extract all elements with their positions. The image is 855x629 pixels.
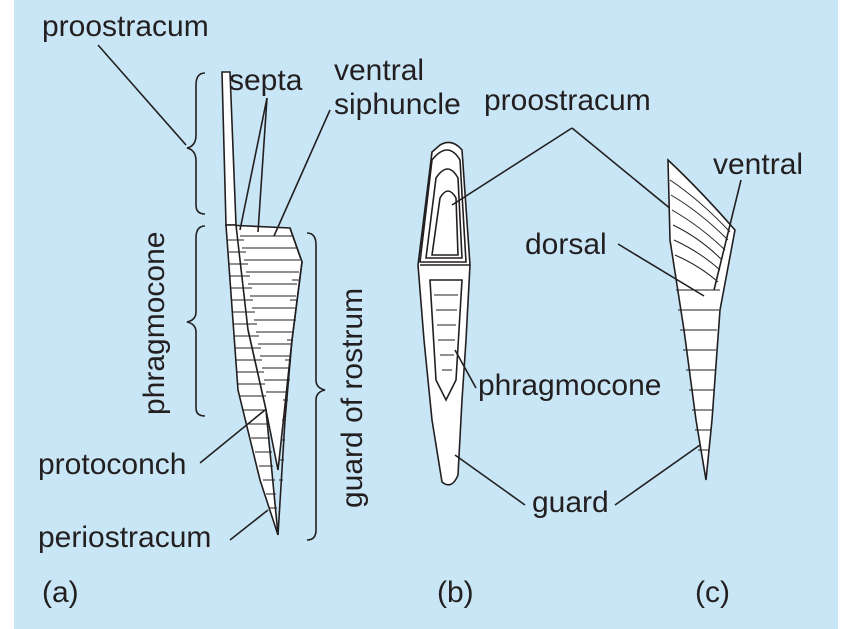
label-a-proostracum: proostracum [42,10,209,43]
c-leaders [617,179,742,297]
label-c-dorsal: dorsal [525,228,607,261]
label-b-phragmocone: phragmocone [478,369,662,402]
b-leaders [451,127,701,506]
label-a-periostracum: periostracum [38,521,212,554]
proostracum-brace [186,72,206,215]
label-a-ventral: ventral [334,54,425,87]
label-c-ventral: ventral [713,148,804,181]
label-a-protoconch: protoconch [38,448,187,481]
label-a-phragmocone: phragmocone [138,231,171,415]
label-a-guard-of-rostrum: guard of rostrum [336,287,369,508]
a-leaders [97,44,331,541]
a-braces [186,72,326,541]
panel-label-a: (a) [42,576,79,609]
a-guard [225,224,279,536]
panel-label-b: (b) [437,576,474,609]
specimen-a [221,71,303,536]
guard-brace [306,232,326,541]
label-b-proostracum: proostracum [484,84,651,117]
b-septa [434,294,458,371]
phragmocone-brace [186,225,206,417]
label-a-siphuncle: siphuncle [334,88,461,121]
label-a-septa: septa [229,64,303,97]
label-b-guard: guard [532,486,609,519]
c-lines [669,179,731,451]
panel-label-c: (c) [695,576,730,609]
specimen-b [417,141,471,486]
a-hatching [228,235,300,509]
